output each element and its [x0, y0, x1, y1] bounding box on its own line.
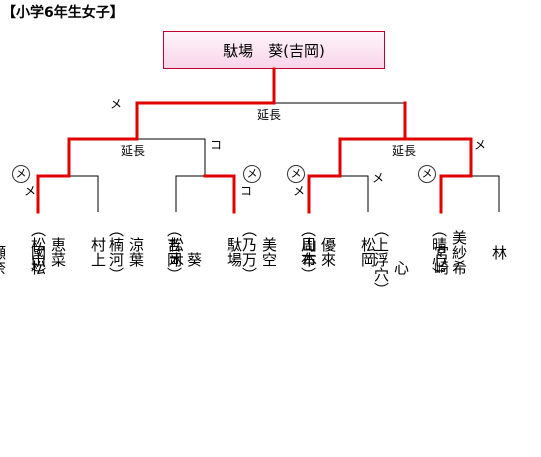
q4-circle-mark: メ	[418, 165, 436, 183]
q4-win	[439, 174, 473, 214]
q3-circle-mark: メ	[287, 165, 305, 183]
semi-left-right-mark: コ	[210, 138, 223, 152]
semi-left-win	[67, 137, 139, 178]
semi-right-right-mark: メ	[474, 138, 487, 152]
final-extension-label: 延長	[257, 108, 282, 122]
semi-right-win	[338, 137, 407, 178]
final-right-win	[403, 101, 473, 178]
final-left-mark: メ	[110, 97, 123, 111]
page-title: 【小学6年生女子】	[2, 5, 124, 21]
player-name-7: 宮崎 心 （上浮穴）	[372, 222, 450, 297]
player-name-2: 村上 恵菜 （松山）	[29, 222, 107, 282]
q1-mark: メ	[24, 184, 37, 198]
q3-right-mark: メ	[372, 171, 385, 185]
champion-name: 駄場 葵(吉岡)	[223, 41, 325, 60]
q2-win	[203, 174, 236, 214]
q2-circle-mark: メ	[243, 165, 261, 183]
q3-win	[307, 174, 342, 214]
q1-circle-mark: メ	[12, 165, 30, 183]
player-name-6: 松岡 優來 （周布）	[299, 222, 377, 282]
player-name-5: 山本 美空 （乃万）	[240, 222, 318, 282]
q1-right-leg	[69, 175, 99, 212]
player-name-8: 林 美紗希 （晴心）	[430, 222, 508, 282]
q2-left-leg	[175, 175, 205, 212]
player-name-3: 松木 涼葉 （楠河）	[107, 222, 185, 282]
q1-win	[36, 174, 71, 214]
final-left-win	[135, 101, 276, 141]
semi-right-extension-label: 延長	[392, 144, 417, 158]
player-name-1: 國松 瀬奈 （成武舘）	[0, 244, 47, 275]
q3-right-leg	[309, 175, 369, 212]
semi-left-extension-label: 延長	[121, 144, 146, 158]
bracket-red-lines	[36, 67, 473, 214]
q4-right-leg	[471, 175, 500, 212]
q3-mark: メ	[293, 184, 306, 198]
player-name-4: 駄場 葵 （吉岡）	[165, 222, 243, 282]
q2-mark: コ	[240, 184, 253, 198]
semi-left-right-branch	[137, 138, 206, 176]
